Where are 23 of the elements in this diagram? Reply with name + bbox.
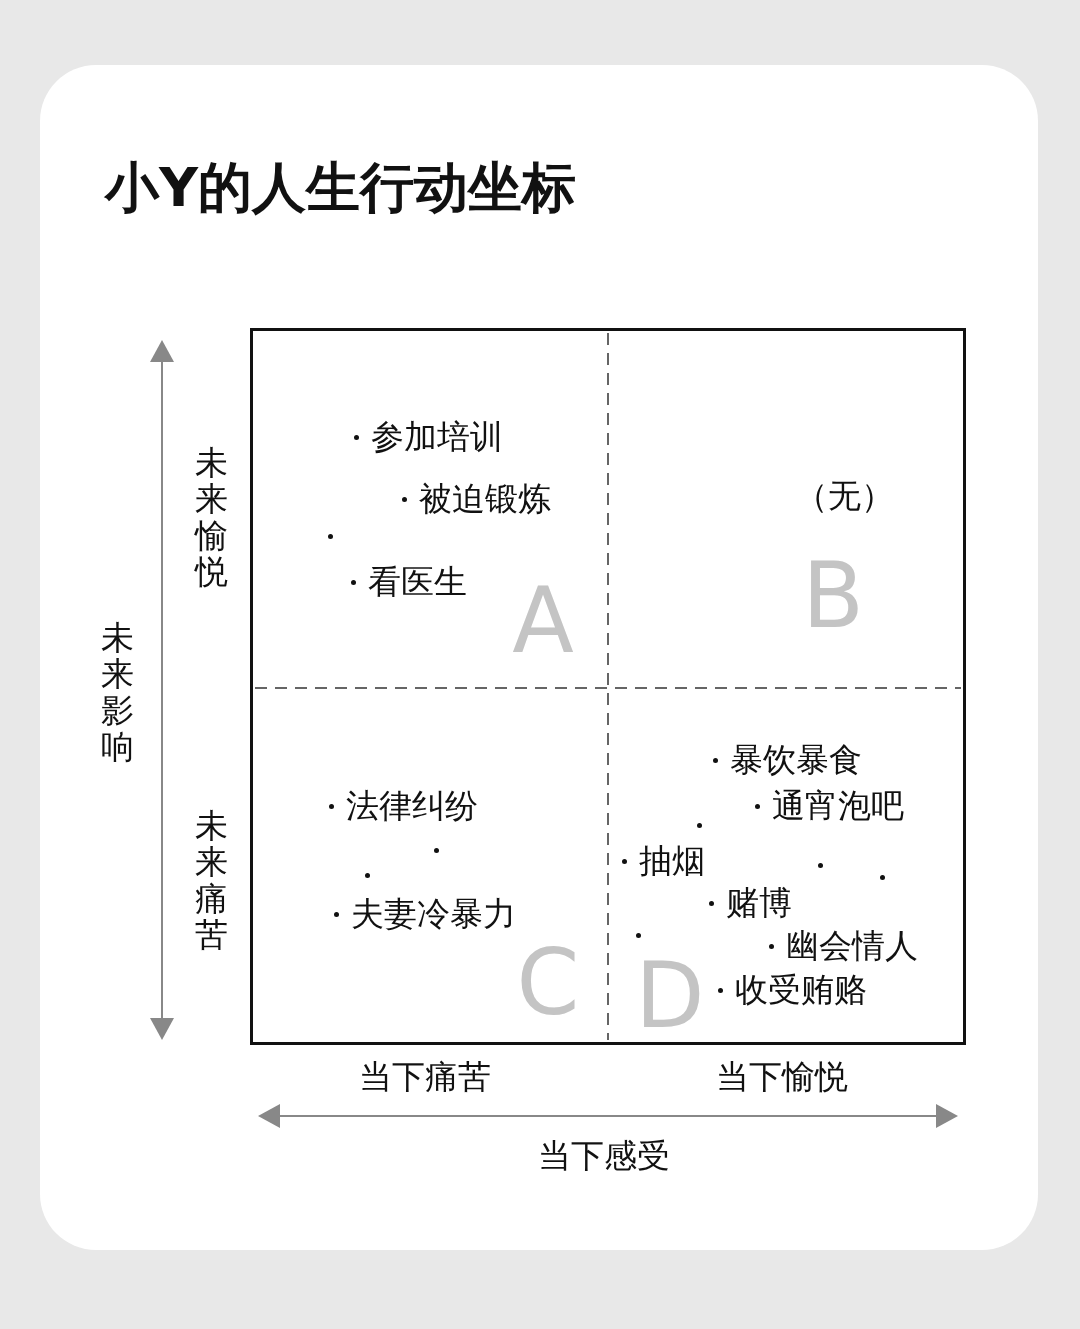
item-label: 收受贿赂 — [735, 971, 867, 1009]
quadrant-letter: C — [516, 938, 580, 1028]
quadrant-letter: A — [512, 576, 574, 666]
axis-label: 未来愉悦 — [195, 445, 229, 591]
item-label: 赌博 — [726, 884, 792, 922]
item-label: 参加培训 — [371, 418, 503, 456]
item-label: （无） — [795, 477, 894, 515]
item-label: 被迫锻炼 — [419, 480, 551, 518]
quadrant-letter: B — [802, 551, 864, 641]
item-label: 看医生 — [368, 563, 467, 601]
item-label: 幽会情人 — [786, 927, 918, 965]
item-label: 夫妻冷暴力 — [351, 895, 516, 933]
axis-label: 当下愉悦 — [716, 1060, 848, 1093]
item-label: 通宵泡吧 — [772, 787, 904, 825]
axis-label: 当下感受 — [538, 1139, 670, 1172]
axis-label: 当下痛苦 — [359, 1060, 491, 1093]
axis-label: 未来痛苦 — [195, 808, 229, 954]
item-label: 暴饮暴食 — [730, 741, 862, 779]
axis-label: 未来影响 — [101, 620, 135, 766]
item-label: 法律纠纷 — [346, 787, 478, 825]
title: 小Y的人生行动坐标 — [105, 155, 577, 221]
item-label: 抽烟 — [639, 842, 705, 880]
quadrant-letter: D — [635, 951, 705, 1041]
